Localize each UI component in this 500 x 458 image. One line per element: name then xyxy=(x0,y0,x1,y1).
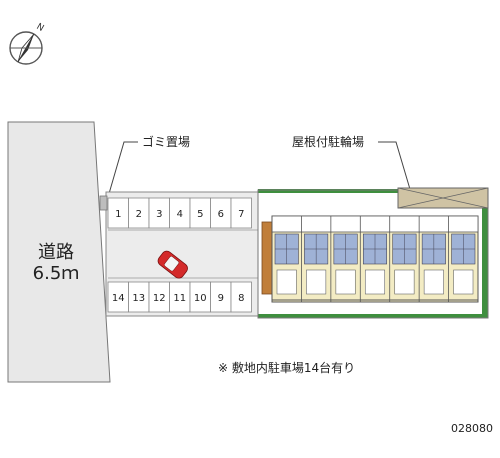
stairs xyxy=(261,221,273,295)
parking-slot-number: 9 xyxy=(218,293,224,304)
garbage-area xyxy=(99,195,108,211)
parking-slot xyxy=(230,197,252,229)
unit-room xyxy=(423,269,444,295)
unit-room xyxy=(276,269,297,295)
garbage-label: ゴミ置場 xyxy=(142,134,190,149)
unit-room xyxy=(335,269,356,295)
bike-parking-leader-line xyxy=(378,141,413,197)
building-corridor xyxy=(271,215,479,233)
parking-slot-number: 8 xyxy=(238,293,244,304)
unit-wet-area-grid xyxy=(363,234,387,264)
unit-wet-area-grid xyxy=(304,234,328,264)
compass-icon: N xyxy=(9,22,46,65)
unit-room xyxy=(453,269,474,295)
parking-slot-number: 7 xyxy=(238,209,244,220)
unit-room xyxy=(364,269,386,295)
parking-slot-number: 5 xyxy=(197,209,203,220)
parking-slot-number: 4 xyxy=(177,209,183,220)
car-icon xyxy=(157,250,188,279)
parking-slot-number: 14 xyxy=(112,293,125,304)
unit-wet-area-grid xyxy=(422,234,446,264)
site-boundary xyxy=(257,189,489,319)
unit-wet-area-grid xyxy=(451,234,475,264)
green-strip-top xyxy=(258,189,400,193)
parking-slot-number: 10 xyxy=(194,293,207,304)
building-units xyxy=(271,216,476,302)
parking-slot-number: 12 xyxy=(153,293,166,304)
parking-slot xyxy=(230,281,252,313)
road-width: 6.5ｍ xyxy=(33,263,80,284)
bike-parking-label: 屋根付駐輪場 xyxy=(292,134,364,149)
parking-slot-number: 2 xyxy=(136,209,142,220)
unit-wet-area-grid xyxy=(275,234,299,264)
parking-slot-number: 1 xyxy=(115,209,121,220)
parking-slot-number: 11 xyxy=(173,293,186,304)
garbage-leader-line xyxy=(105,141,138,205)
bike-shelter xyxy=(397,187,489,209)
parking-slot-number: 3 xyxy=(156,209,162,220)
compass-north-label: N xyxy=(35,22,46,34)
parking-slot-number: 13 xyxy=(132,293,145,304)
unit-wet-area-grid xyxy=(392,234,417,264)
parking-slots-top: 1 2 3 4 5 6 7 xyxy=(107,197,252,229)
unit-room xyxy=(306,269,327,295)
road-name: 道路 xyxy=(38,242,74,263)
parking-slot-number: 6 xyxy=(218,209,224,220)
green-strip-right xyxy=(482,206,488,316)
parking-slots-bottom: 14 13 12 11 10 9 8 xyxy=(107,281,252,313)
green-strip-bottom xyxy=(258,314,488,318)
property-code: 028080 xyxy=(451,422,493,435)
parking-note: ※ 敷地内駐車場14台有り xyxy=(218,360,355,375)
road xyxy=(7,121,111,383)
unit-wet-area-grid xyxy=(333,234,358,264)
unit-room xyxy=(394,269,415,295)
